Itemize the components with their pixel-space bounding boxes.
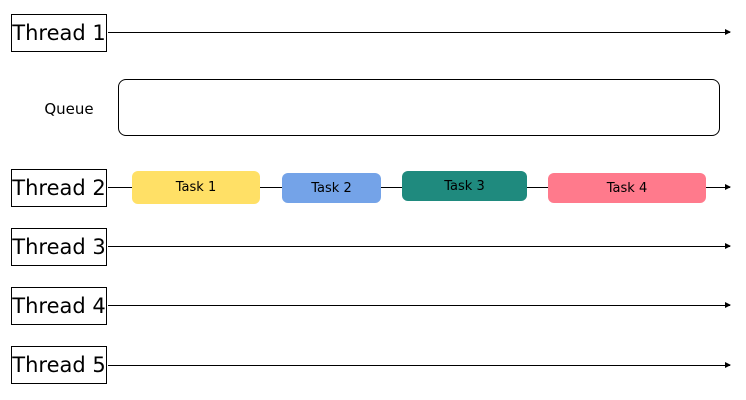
thread-3-label: Thread 3 bbox=[11, 228, 107, 266]
thread-3-timeline bbox=[108, 243, 731, 249]
task-3-block: Task 3 bbox=[402, 171, 527, 201]
thread-2-label: Thread 2 bbox=[11, 169, 107, 207]
queue-label: Queue bbox=[44, 100, 94, 118]
thread-4-timeline bbox=[108, 302, 731, 308]
thread-5-timeline bbox=[108, 362, 731, 368]
thread-1-timeline bbox=[108, 29, 731, 35]
thread-5-label: Thread 5 bbox=[11, 346, 107, 384]
arrowhead-icon bbox=[725, 29, 731, 35]
thread-1-label: Thread 1 bbox=[11, 14, 107, 52]
task-4-block: Task 4 bbox=[548, 173, 706, 203]
arrowhead-icon bbox=[725, 243, 731, 249]
task-2-block: Task 2 bbox=[282, 173, 381, 203]
arrowhead-icon bbox=[725, 184, 731, 190]
queue-box bbox=[118, 79, 720, 136]
arrowhead-icon bbox=[725, 362, 731, 368]
task-1-block: Task 1 bbox=[132, 171, 260, 204]
thread-4-label: Thread 4 bbox=[11, 287, 107, 325]
arrowhead-icon bbox=[725, 302, 731, 308]
